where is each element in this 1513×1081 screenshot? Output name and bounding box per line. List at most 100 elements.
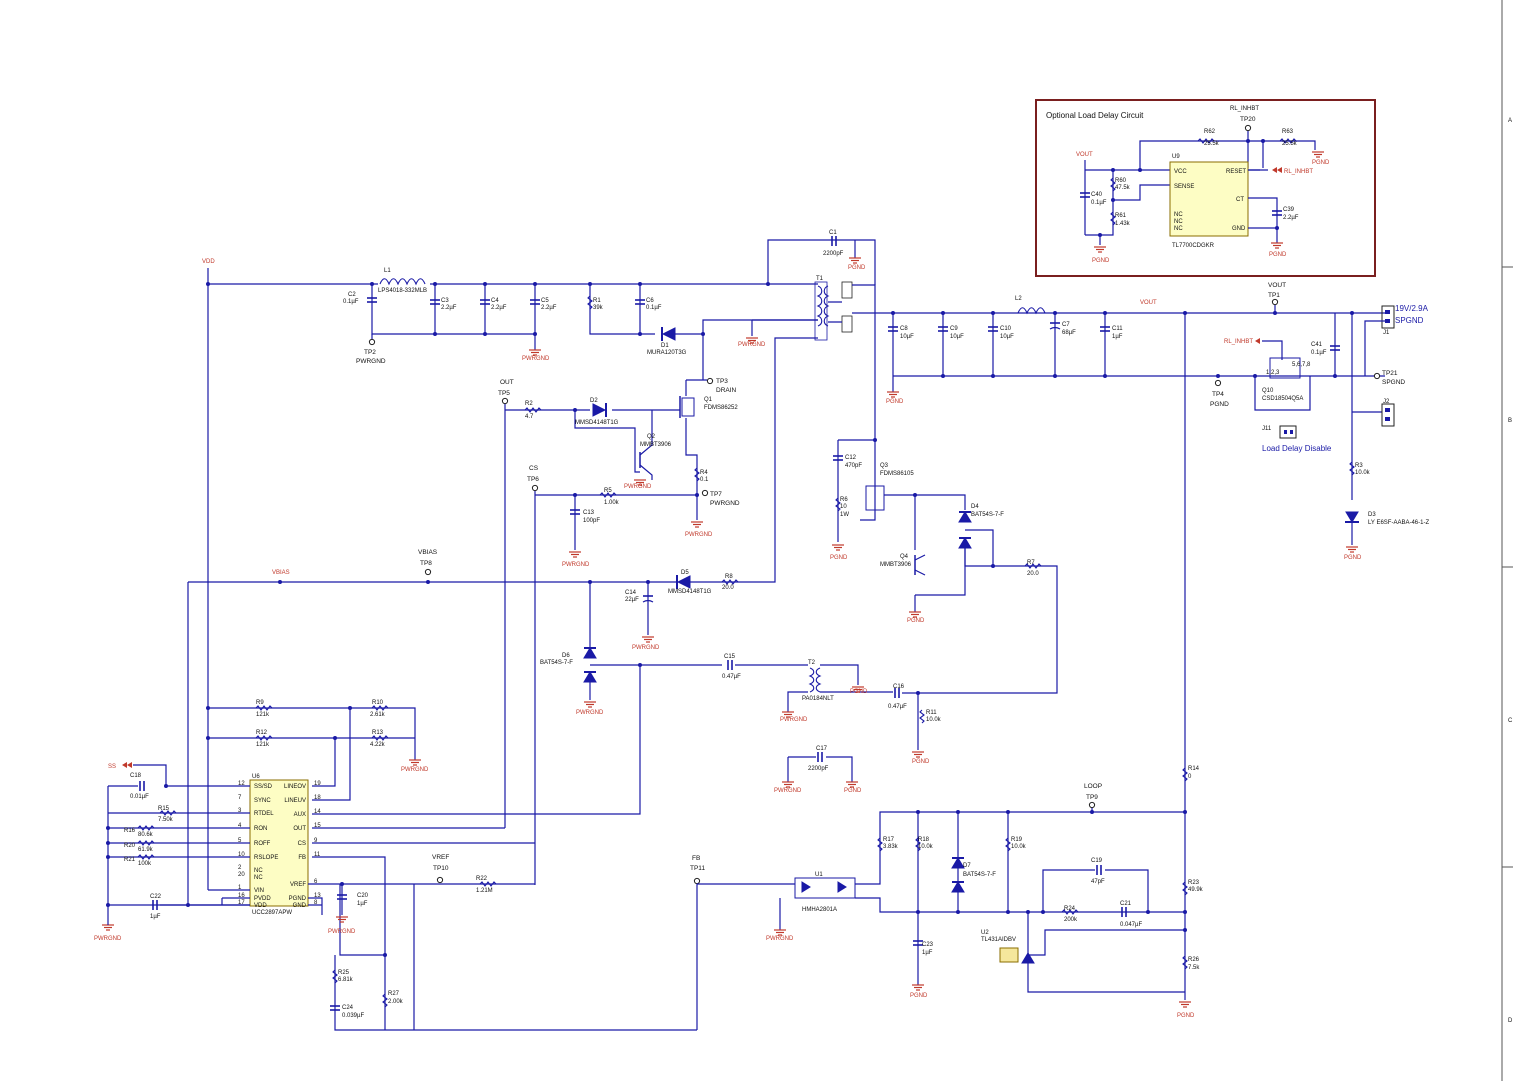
tp5-symbol (501, 397, 509, 405)
pgnd-label: PGND (910, 993, 928, 999)
pwrgnd-label: PWRGND (328, 929, 356, 935)
drain-label: DRAIN (716, 387, 737, 394)
u1-value: HMHA2801A (802, 907, 837, 913)
c23-ref: C23 (922, 942, 934, 948)
r3-value: 10.0k (1355, 470, 1371, 476)
c22-value: 1µF (150, 914, 161, 920)
spgnd-tp-label: SPGND (1382, 379, 1405, 386)
pwrgnd-symbol (335, 916, 349, 923)
pwrgnd-symbol (781, 781, 795, 788)
tp11-label: TP11 (690, 865, 705, 872)
r11-ref: R11 (926, 710, 937, 716)
r17-value: 3.83k (883, 844, 899, 850)
u6-pin-number: 9 (314, 838, 318, 844)
j11-caption: Load Delay Disable (1262, 444, 1332, 453)
r22-value: 1.21M (476, 888, 493, 894)
pgnd-label: PGND (907, 618, 925, 624)
pwrgnd-symbol (773, 929, 787, 936)
rl-inhbt-arrow-label: RL_INHBT (1284, 169, 1313, 175)
c14-ref: C14 (625, 590, 637, 596)
tp10-label: TP10 (433, 865, 449, 872)
u6-pin-number: 6 (314, 879, 318, 885)
c11-ref: C11 (1112, 326, 1123, 332)
r9-value: 121k (256, 712, 270, 718)
c12-value: 470pF (845, 463, 862, 469)
r10-ref: R10 (372, 700, 384, 706)
r26-value: 7.5k (1188, 965, 1200, 971)
u6-pin-number: 14 (314, 809, 321, 815)
optional-box-title: Optional Load Delay Circuit (1046, 111, 1144, 120)
j11-ref: J11 (1262, 426, 1272, 432)
l2-ref: L2 (1015, 296, 1022, 302)
u9-pin-gnd: GND (1232, 226, 1246, 232)
pgnd-symbol (848, 257, 862, 264)
r60-ref: R60 (1115, 178, 1127, 184)
c40-ref: C40 (1091, 192, 1103, 198)
c20-value: 1µF (357, 901, 368, 907)
d6-ref: D6 (562, 653, 570, 659)
c3-ref: C3 (441, 298, 449, 304)
r8-value: 20.0 (722, 585, 734, 591)
tp2-label: TP2 (364, 349, 376, 356)
pgnd-label: PGND (886, 399, 904, 405)
tp2-symbol (368, 338, 376, 346)
d1-value: MURA120T3G (647, 350, 687, 356)
c13-value: 100pF (583, 518, 600, 524)
u6-pin-name: RTDEL (254, 811, 274, 817)
u6-right-pins: 19LINEOV18LINEUV14AUX15OUT9CS11FB6VREF13… (284, 781, 321, 909)
tp11-symbol (693, 877, 701, 885)
vout-net-label: VOUT (1140, 300, 1157, 306)
r10-value: 2.61k (370, 712, 386, 718)
u6-pin-number: 8 (314, 900, 318, 906)
c18-ref: C18 (130, 773, 142, 779)
u6-pin-name: RSLOPE (254, 855, 278, 861)
c9-ref: C9 (950, 326, 958, 332)
u6-pin-number: 12 (238, 781, 245, 787)
u6-ref: U6 (252, 774, 260, 780)
r22-ref: R22 (476, 876, 488, 882)
q4-ref: Q4 (900, 554, 909, 560)
pwrgnd-label: PWRGND (562, 562, 590, 568)
c18-value: 0.01µF (130, 794, 149, 800)
loop-label: LOOP (1084, 783, 1102, 790)
u6-pin-name: VREF (290, 882, 306, 888)
input-stage: VDD L1 LPS4018-332MLB C2 0.1µF C3 2.2µF … (202, 230, 1385, 890)
pgnd-tp-label: PGND (1210, 401, 1229, 408)
junction-dots (106, 139, 1354, 957)
u6-pin-name: SS/SD (254, 784, 273, 790)
tp9-label: TP9 (1086, 794, 1098, 801)
q1-value: FDMS86252 (704, 405, 738, 411)
u6-pin-name: LINEOV (284, 784, 306, 790)
c16-ref: C16 (893, 684, 905, 690)
d2-ref: D2 (590, 398, 598, 404)
pgnd-label: PGND (830, 555, 848, 561)
u6-pin-number: 20 (238, 872, 245, 878)
r11-value: 10.0k (926, 717, 942, 723)
cs-label: CS (529, 465, 539, 472)
r7-ref: R7 (1027, 560, 1035, 566)
j2-ref: J2 (1383, 399, 1390, 405)
c21-ref: C21 (1120, 901, 1132, 907)
u2-ref: U2 (981, 930, 989, 936)
q3-ref: Q3 (880, 463, 889, 469)
rl-inhbt-label: RL_INHBT (1230, 106, 1259, 112)
c41-ref: C41 (1311, 342, 1323, 348)
r25-value: 6.81k (338, 977, 354, 983)
c8-ref: C8 (900, 326, 908, 332)
j11-jumper[interactable] (1279, 425, 1297, 439)
r2-value: 4.7 (525, 414, 534, 420)
pwrgnd-label: PWRGND (774, 788, 802, 794)
u9-pin-sense: SENSE (1174, 184, 1194, 190)
tp7-label: TP7 (710, 491, 722, 498)
q10-pins-drain: 5,6,7,8 (1292, 362, 1311, 368)
r27-value: 2.00k (388, 999, 404, 1005)
rl-inhbt-arrow-icon (1272, 167, 1282, 173)
c41-value: 0.1µF (1311, 350, 1327, 356)
tp9-symbol (1088, 801, 1096, 809)
r9-ref: R9 (256, 700, 264, 706)
controller-u6: R9 121k R10 2.61k R12 121k R13 4.22k PWR… (94, 700, 697, 1031)
u9-ic (1169, 161, 1249, 237)
r7-value: 20.0 (1027, 571, 1039, 577)
c21-value: 0.047µF (1120, 922, 1142, 928)
d5-ref: D5 (681, 570, 689, 576)
